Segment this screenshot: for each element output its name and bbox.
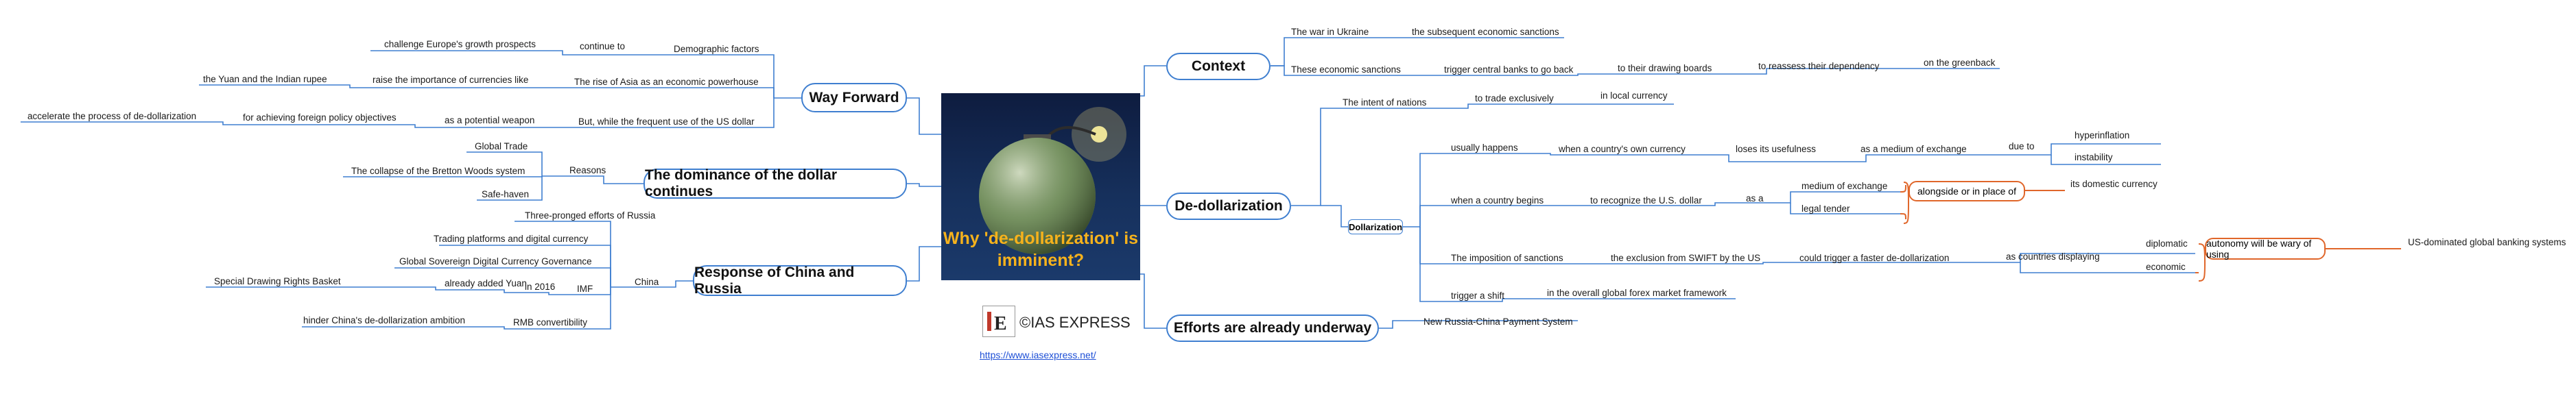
imposition-3: as countries displaying <box>2006 251 2100 262</box>
usually-1: when a country's own currency <box>1559 144 1686 154</box>
intent-1: to trade exclusively <box>1475 93 1554 103</box>
domestic-currency: its domestic currency <box>2070 179 2158 189</box>
website-link[interactable]: https://www.iasexpress.net/ <box>980 349 1096 360</box>
resp-c1: Three-pronged efforts of Russia <box>525 210 656 221</box>
usually-2: loses its usefulness <box>1736 144 1817 154</box>
hyperinflation: hyperinflation <box>2075 130 2130 140</box>
medium-of-exchange: medium of exchange <box>1801 181 1888 191</box>
context-war-1: the subsequent economic sanctions <box>1412 27 1559 37</box>
legal-tender: legal tender <box>1801 204 1850 214</box>
wf-asia-1: raise the importance of currencies like <box>373 75 529 85</box>
instability: instability <box>2075 152 2113 162</box>
dom-r1: Global Trade <box>475 141 528 151</box>
ias-express-logo-icon: E <box>982 306 1015 337</box>
diplomatic: diplomatic <box>2146 238 2188 249</box>
context-sanctions-1: trigger central banks to go back <box>1444 64 1574 75</box>
dom-r2: The collapse of the Bretton Woods system <box>351 166 525 176</box>
context-sanctions: These economic sanctions <box>1291 64 1401 75</box>
wf-demo-1: continue to <box>580 41 626 51</box>
wf-demo-2: challenge Europe's growth prospects <box>384 39 536 49</box>
wf-demo: Demographic factors <box>674 44 759 54</box>
us-dominated: US-dominated global banking systems <box>2408 237 2566 247</box>
resp-imf-1: in 2016 <box>525 282 556 292</box>
resp-china: China <box>635 277 659 287</box>
context-sanctions-3: to reassess their dependency <box>1758 61 1880 71</box>
intent-2: in local currency <box>1600 90 1668 101</box>
resp-imf: IMF <box>577 284 593 294</box>
response-node[interactable]: Response of China and Russia <box>693 264 907 297</box>
resp-imf-2: already added Yuan <box>445 278 527 288</box>
usually: usually happens <box>1451 143 1518 153</box>
intent: The intent of nations <box>1343 97 1427 108</box>
efforts-node[interactable]: Efforts are already underway <box>1166 314 1379 342</box>
economic: economic <box>2146 262 2186 272</box>
imposition: The imposition of sanctions <box>1451 253 1563 263</box>
wf-asia: The rise of Asia as an economic powerhou… <box>574 77 759 87</box>
central-image: Why 'de-dollarization' is imminent? <box>941 93 1140 280</box>
svg-text:E: E <box>994 313 1007 334</box>
begins: when a country begins <box>1451 195 1544 206</box>
context-sanctions-4: on the greenback <box>1924 58 1996 68</box>
de-dollarization-node[interactable]: De-dollarization <box>1166 193 1291 220</box>
dollarization-node[interactable]: Dollarization <box>1348 219 1403 234</box>
resp-rmb: RMB convertibility <box>513 317 588 328</box>
resp-c3: Global Sovereign Digital Currency Govern… <box>399 256 592 267</box>
central-title: Why 'de-dollarization' is imminent? <box>943 229 1139 270</box>
usually-4: due to <box>2009 141 2035 151</box>
resp-rmb-1: hinder China's de-dollarization ambition <box>303 315 465 325</box>
dom-reasons: Reasons <box>569 165 606 175</box>
way-forward-node[interactable]: Way Forward <box>801 83 907 112</box>
wf-but: But, while the frequent use of the US do… <box>578 116 755 127</box>
trigger-1: in the overall global forex market frame… <box>1547 288 1727 298</box>
wf-but-1: as a potential weapon <box>445 115 535 125</box>
dom-r3: Safe-haven <box>482 189 530 199</box>
bomb-illustration-icon <box>979 107 1126 254</box>
context-sanctions-2: to their drawing boards <box>1618 63 1712 73</box>
wf-but-3: accelerate the process of de-dollarizati… <box>27 111 197 121</box>
wf-asia-2: the Yuan and the Indian rupee <box>203 74 327 84</box>
begins-1: to recognize the U.S. dollar <box>1590 195 1702 206</box>
imposition-1: the exclusion from SWIFT by the US <box>1611 253 1761 263</box>
autonomy-node[interactable]: autonomy will be wary of using <box>2205 238 2326 260</box>
resp-c2: Trading platforms and digital currency <box>434 234 589 244</box>
brand-name: ©IAS EXPRESS <box>1019 314 1131 331</box>
begins-2: as a <box>1746 193 1764 204</box>
wf-but-2: for achieving foreign policy objectives <box>243 112 397 123</box>
context-node[interactable]: Context <box>1166 53 1271 80</box>
dominance-node[interactable]: The dominance of the dollar continues <box>643 167 907 199</box>
resp-imf-3: Special Drawing Rights Basket <box>214 276 341 286</box>
imposition-2: could trigger a faster de-dollarization <box>1799 253 1950 263</box>
alongside-node[interactable]: alongside or in place of <box>1909 181 2025 201</box>
usually-3: as a medium of exchange <box>1860 144 1967 154</box>
context-war: The war in Ukraine <box>1291 27 1369 37</box>
efforts-item: New Russia-China Payment System <box>1423 317 1573 327</box>
trigger: trigger a shift <box>1451 291 1505 301</box>
